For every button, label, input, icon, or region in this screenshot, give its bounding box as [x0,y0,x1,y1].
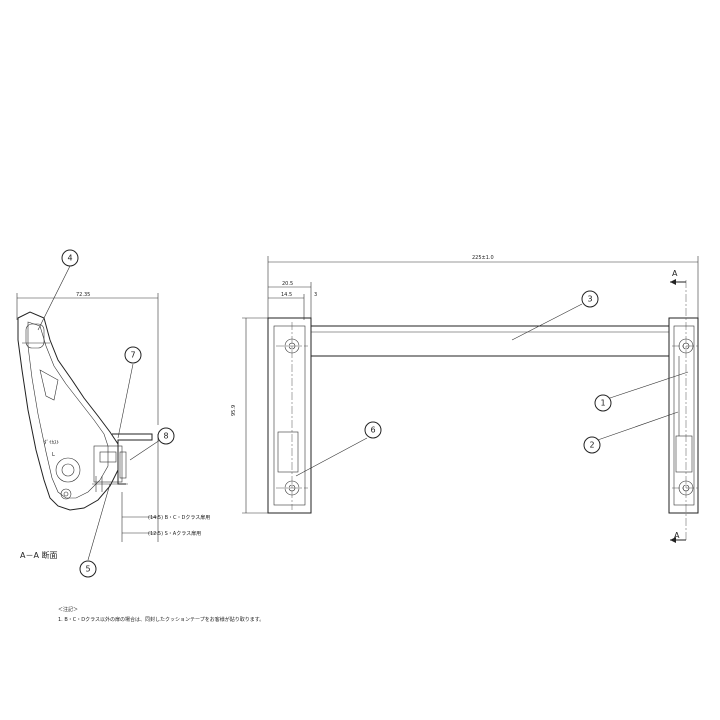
dim-edge-gap: 3 [314,292,317,298]
right-bracket [668,317,699,514]
section-mark-top: A [672,269,678,278]
dim-bracket-width: 20.5 [282,281,293,287]
callout-7: 7 [124,346,142,364]
dim-class-bcd: (14.5) B・C・Dクラス扉用 [148,514,210,521]
dim-hole-offset: 14.5 [281,292,292,298]
section-inner-label-2: L [52,452,55,458]
notes-line-1: 1. B・C・Dクラス以外の扉の場合は、同封したクッションテープをお客様が貼り取… [58,616,264,623]
section-mark-bottom: A [674,531,680,540]
dim-overall-width: 225±1.0 [472,255,494,261]
section-title: A－A 断面 [20,550,58,560]
notes: ＜注記＞ 1. B・C・Dクラス以外の扉の場合は、同封したクッションテープをお客… [58,606,264,623]
callout-2: 2 [583,436,601,454]
left-bracket [267,317,312,514]
section-body [17,311,119,511]
svg-text:6: 6 [370,426,375,435]
svg-text:5: 5 [85,565,90,574]
door-clip [112,433,153,485]
callout-4: 4 [61,249,79,267]
notes-heading: ＜注記＞ [58,606,78,613]
svg-text:2: 2 [589,441,594,450]
svg-text:4: 4 [67,254,72,263]
dim-height: 95.9 [231,405,237,416]
svg-text:3: 3 [587,295,592,304]
cross-bar [310,325,670,357]
section-inner-label: ﾀﾞｲｶｽﾄ [44,439,60,446]
dim-section-depth: 72.35 [76,292,90,298]
callout-5: 5 [79,560,97,578]
svg-text:7: 7 [130,351,135,360]
callout-8: 8 [157,427,175,445]
callout-1: 1 [594,394,612,412]
section-view: 72.35 ﾀﾞｲｶｽﾄ L (14.5) B・C・Dクラス扉用 (12.5) [16,265,210,561]
callout-3: 3 [581,290,599,308]
dim-class-sa: (12.5) S・Aクラス扉用 [148,530,201,537]
svg-text:1: 1 [600,399,605,408]
front-view: 225±1.0 20.5 14.5 3 95.9 [231,255,699,543]
callout-6: 6 [364,421,382,439]
svg-text:8: 8 [163,432,168,441]
